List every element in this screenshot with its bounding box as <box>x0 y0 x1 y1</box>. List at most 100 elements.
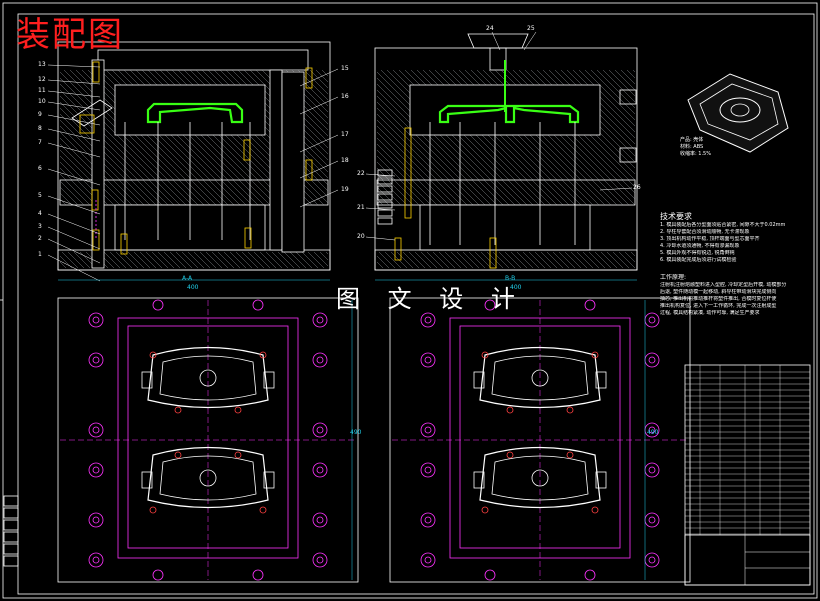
support-plate-hatch <box>142 179 169 206</box>
plan-right-bolt-hole-inner <box>424 556 432 564</box>
bottom-plate-hatch <box>181 251 199 269</box>
note-line: 推出机构复位, 进入下一工作循环, 完成一次注射成型 <box>660 303 777 309</box>
callout-12: 12 <box>38 76 46 83</box>
leader-line-left <box>47 254 101 282</box>
part-iso-dome <box>719 97 761 123</box>
plan-right-bolt-hole <box>644 512 660 528</box>
plan-right-bolt-hole-inner <box>648 356 656 364</box>
plan-right-bolt-hole <box>644 552 660 568</box>
plan-left-bolt-hole-inner <box>92 466 100 474</box>
plan-left-cavity-lug <box>141 471 153 489</box>
bottom-plate-hatch <box>59 261 67 269</box>
plan-left-edge-hole <box>252 569 264 581</box>
part-info-material: 材料: ABS <box>680 144 704 150</box>
left-plate-hatch <box>59 161 79 181</box>
bottom-plate-hatch <box>295 251 313 269</box>
support-plate-hatch <box>304 179 329 204</box>
leader-line-left <box>47 213 101 235</box>
plan-left-bolt-hole-inner <box>92 426 100 434</box>
plan-left-ejector-pin <box>259 351 267 359</box>
plan-right-bolt-hole-inner <box>648 516 656 524</box>
cooling-block <box>377 185 393 193</box>
right-support-hatch <box>603 179 630 206</box>
plan-left-bolt-hole <box>312 422 328 438</box>
part-iso-hole <box>730 103 750 117</box>
plan-right-edge-hole <box>484 299 496 311</box>
plan-right-bolt-hole-inner <box>648 466 656 474</box>
plan-left-ejector-pin <box>234 451 242 459</box>
plan-left-bolt-hole <box>88 552 104 568</box>
support-plate-hatch <box>178 179 205 206</box>
plan-left-bolt-hole-inner <box>92 556 100 564</box>
bottom-plate-hatch <box>235 251 253 269</box>
support-plate-hatch <box>148 179 175 206</box>
support-plate-hatch <box>59 198 67 206</box>
right-bottom-hatch <box>612 251 630 269</box>
left-plate-hatch <box>59 125 115 181</box>
right-support-hatch <box>501 179 528 206</box>
right-support-hatch <box>549 179 576 206</box>
dimension-left-height: 490 <box>350 429 362 436</box>
plan-left-cavity <box>147 346 269 409</box>
leader-line-right <box>491 31 501 51</box>
right-bottom-hatch <box>594 251 612 269</box>
left-plate-hatch <box>59 77 163 181</box>
right-support-hatch <box>519 179 546 206</box>
right-plate-hatch <box>614 69 636 91</box>
support-plate-hatch <box>310 179 329 198</box>
support-plate-hatch <box>112 179 139 206</box>
right-bottom-hatch <box>570 251 588 269</box>
leader-line-left-right <box>299 134 339 153</box>
right-bottom-hatch <box>444 251 462 269</box>
bottom-plate-hatch <box>193 251 211 269</box>
callout-11: 11 <box>38 87 46 94</box>
right-bottom-hatch <box>504 251 522 269</box>
leader-line-left <box>47 101 101 111</box>
part-info-product: 产品: 壳体 <box>680 137 704 143</box>
right-support-hatch <box>561 179 588 206</box>
right-support-hatch <box>483 179 510 206</box>
support-plate-hatch <box>214 179 241 206</box>
plan-right-bolt-hole-inner <box>424 516 432 524</box>
right-support-hatch <box>537 179 564 206</box>
right-plate-hatch <box>608 69 636 97</box>
margin-stamp <box>3 531 19 543</box>
leader-line-right <box>365 173 396 177</box>
plan-right-cavity-lug <box>595 371 607 389</box>
right-support-hatch <box>525 179 552 206</box>
title-block <box>684 534 811 586</box>
callout-17: 17 <box>341 131 349 138</box>
leader-line-left <box>47 128 101 142</box>
callout-22: 22 <box>357 170 365 177</box>
right-support-hatch <box>423 179 450 206</box>
note-line: 4. 冷却水道须通畅, 不得有渗漏现象 <box>660 243 740 249</box>
left-plate-hatch <box>303 69 329 95</box>
bottom-plate-hatch <box>73 251 91 269</box>
leader-line-left-right <box>299 96 339 115</box>
right-support-hatch <box>376 180 402 206</box>
right-bottom-hatch <box>420 251 438 269</box>
right-screw <box>489 237 497 269</box>
plan-right-bolt-hole <box>420 462 436 478</box>
plan-right-ejector-pin <box>566 406 574 414</box>
bottom-plate-hatch <box>187 251 205 269</box>
left-plate-hatch <box>59 71 169 181</box>
plan-right-bolt-hole <box>420 552 436 568</box>
left-plate-hatch <box>59 143 97 181</box>
right-support-hatch <box>615 179 636 200</box>
bottom-plate-hatch <box>67 251 85 269</box>
note-line: 3. 顶出机构动作平稳, 顶杆端面与型芯面平齐 <box>660 236 760 242</box>
right-plate-hatch <box>376 95 462 181</box>
right-bottom-hatch <box>564 251 582 269</box>
cooling-block <box>377 193 393 201</box>
support-plate-hatch <box>226 179 253 206</box>
margin-stamp <box>3 543 19 555</box>
support-plate-hatch <box>208 179 235 206</box>
support-plate-hatch <box>196 179 223 206</box>
right-bottom-hatch <box>582 251 600 269</box>
right-bottom-hatch <box>426 251 444 269</box>
plan-left-edge-hole <box>152 299 164 311</box>
bottom-plate-hatch <box>211 251 229 269</box>
leader-line-left <box>47 114 101 126</box>
right-support-hatch <box>579 179 606 206</box>
